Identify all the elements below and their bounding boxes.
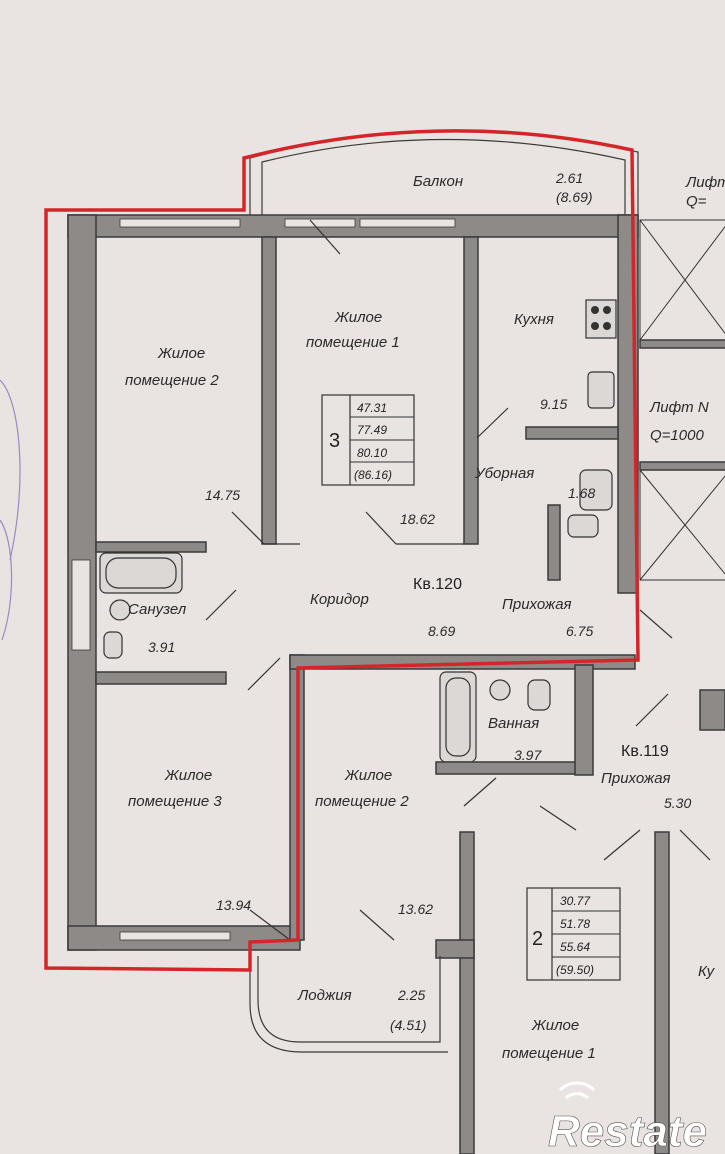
a119-area-total: 51.78 [560, 917, 590, 931]
elevator-shaft [639, 219, 725, 581]
a119-hall-area: 5.30 [664, 795, 691, 811]
corridor-area: 8.69 [428, 623, 455, 639]
loggia-label: Лоджия [297, 987, 352, 1004]
a119-hall-label: Прихожая [601, 770, 671, 787]
toilet-icon [103, 631, 123, 659]
a119-bath-area: 3.97 [514, 747, 542, 763]
elevator-capacity: Q=1000 [650, 427, 704, 444]
toilet-icon [567, 514, 599, 538]
sink-icon [489, 679, 511, 701]
kitchen-label: Кухня [514, 311, 554, 328]
apartment-120-summary: 3 47.31 77.49 80.10 (86.16) [321, 394, 415, 486]
a119-area-full: (59.50) [556, 963, 594, 977]
loggia-area: 2.25 [397, 987, 425, 1003]
balcony-area-alt: (8.69) [556, 189, 593, 205]
living2-area: 14.75 [205, 487, 240, 503]
loggia-shape [249, 956, 448, 1053]
bathroom-label: Санузел [128, 601, 187, 618]
a119-living2-area: 13.62 [398, 901, 433, 917]
kitchen-area: 9.15 [540, 396, 567, 412]
toilet-label: Уборная [474, 465, 534, 482]
a119-living1-label-1: Жилое [531, 1017, 579, 1034]
a119-kitchen-label: Ку [698, 963, 716, 980]
living2-label-2: помещение 2 [125, 372, 219, 389]
kitchen-sink-icon [587, 371, 615, 409]
living1-area: 18.62 [400, 511, 435, 527]
pen-marks [0, 379, 21, 641]
apartment-119-label: Кв.119 [621, 743, 669, 760]
door-swings [205, 219, 711, 941]
bathroom-area: 3.91 [148, 639, 175, 655]
apartment-120-outline [44, 129, 640, 972]
balcony-label: Балкон [413, 173, 463, 190]
apartment-120-rooms: 3 [329, 430, 340, 452]
apartment-119-rooms: 2 [532, 928, 543, 950]
living3-label-2: помещение 3 [128, 793, 222, 810]
area-living: 47.31 [357, 401, 387, 415]
loggia-area-alt: (4.51) [390, 1017, 427, 1033]
living1-label-2: помещение 1 [306, 334, 400, 351]
a119-area-living: 30.77 [560, 894, 591, 908]
sink-icon [109, 599, 131, 621]
elevator-label: Лифт N [649, 399, 709, 416]
toilet-area: 1.68 [568, 485, 595, 501]
apartment-119-summary: 2 30.77 51.78 55.64 (59.50) [526, 887, 621, 981]
area-total: 77.49 [357, 423, 387, 437]
apartment-120-label: Кв.120 [413, 576, 462, 593]
balcony-area: 2.61 [555, 170, 583, 186]
area-full: (86.16) [354, 468, 392, 482]
watermark-text: Restate [548, 1107, 707, 1154]
corridor-label: Коридор [310, 591, 369, 608]
living1-label-1: Жилое [334, 309, 382, 326]
fixtures [99, 299, 617, 763]
walls-apt-119 [435, 664, 725, 1154]
elevator-top-capacity: Q= [686, 193, 707, 210]
a119-living2-label-2: помещение 2 [315, 793, 409, 810]
stove-icon [585, 299, 617, 339]
windows [71, 218, 456, 941]
hall-area: 6.75 [566, 623, 593, 639]
a119-bath-label: Ванная [488, 715, 539, 732]
living3-label-1: Жилое [164, 767, 212, 784]
a119-area-with-loggia: 55.64 [560, 940, 590, 954]
restate-logo: Restate [548, 1081, 707, 1154]
living3-area: 13.94 [216, 897, 251, 913]
a119-living2-label-1: Жилое [344, 767, 392, 784]
living2-label-1: Жилое [157, 345, 205, 362]
toilet-icon [527, 679, 551, 711]
hall-label: Прихожая [502, 596, 572, 613]
area-with-balcony: 80.10 [357, 446, 387, 460]
elevator-top-label: Лифт [685, 174, 725, 191]
a119-living1-label-2: помещение 1 [502, 1045, 596, 1062]
